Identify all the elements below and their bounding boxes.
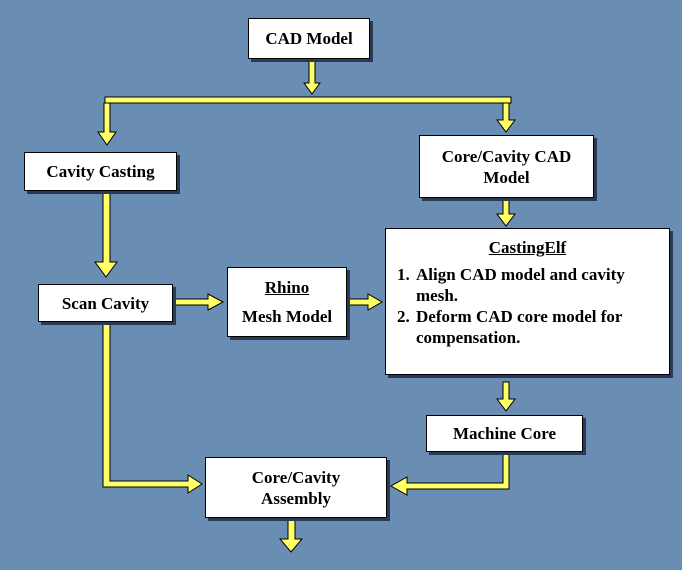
casting-elf-steps: Align CAD model and cavity mesh. Deform … xyxy=(386,264,669,348)
core-cavity-cad-line1: Core/Cavity CAD xyxy=(441,146,572,166)
arrow-elf-to-machine xyxy=(496,381,516,412)
cad-model-label: CAD Model xyxy=(265,29,353,48)
arrow-casting-to-scan xyxy=(94,192,118,278)
casting-elf-step-2: Deform CAD core model for compensation. xyxy=(414,306,669,348)
arrow-rhino-to-elf xyxy=(348,293,384,311)
scan-cavity-label: Scan Cavity xyxy=(61,293,150,313)
cad-model-box: CAD Model xyxy=(248,18,370,59)
core-cavity-cad-line2: Model xyxy=(483,167,530,187)
arrow-scan-to-assembly xyxy=(102,322,203,494)
casting-elf-title: CastingElf xyxy=(488,238,567,257)
arrow-cad-down xyxy=(303,59,321,95)
rhino-subtitle: Mesh Model xyxy=(241,307,333,326)
arrow-assembly-out xyxy=(278,519,304,553)
assembly-line2: Assembly xyxy=(261,488,331,508)
arrow-to-core-cad xyxy=(496,102,516,133)
rhino-box: Rhino Mesh Model xyxy=(227,267,347,337)
split-bar xyxy=(104,96,512,104)
machine-core-label: Machine Core xyxy=(452,424,557,443)
rhino-title: Rhino xyxy=(264,278,310,297)
arrow-to-cavity-casting xyxy=(97,102,117,146)
core-cavity-cad-box: Core/Cavity CAD Model xyxy=(419,135,594,198)
assembly-box: Core/Cavity Assembly xyxy=(205,457,387,518)
assembly-line1: Core/Cavity xyxy=(251,467,341,487)
cavity-casting-box: Cavity Casting xyxy=(24,152,177,191)
machine-core-box: Machine Core xyxy=(426,415,583,452)
arrow-machine-to-assembly xyxy=(389,452,510,496)
arrow-scan-to-rhino xyxy=(173,293,225,311)
scan-cavity-box: Scan Cavity xyxy=(38,284,173,322)
casting-elf-box: CastingElf Align CAD model and cavity me… xyxy=(385,228,670,375)
cavity-casting-label: Cavity Casting xyxy=(46,162,155,181)
casting-elf-step-1: Align CAD model and cavity mesh. xyxy=(414,264,669,306)
arrow-corecad-to-elf xyxy=(496,198,516,227)
